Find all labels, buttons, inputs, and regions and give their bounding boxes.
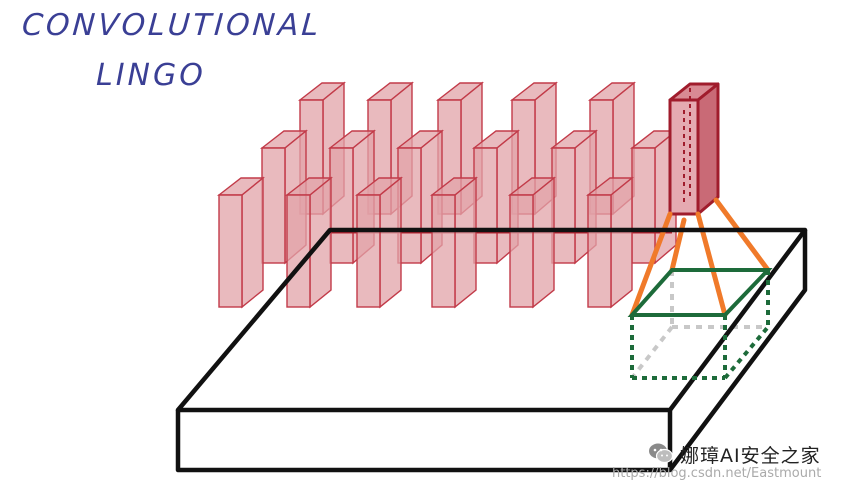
feature-column <box>216 176 265 309</box>
feature-column <box>429 176 478 309</box>
feature-column <box>585 176 634 309</box>
feature-column <box>471 129 520 265</box>
diagram-title-line2: LINGO <box>96 58 206 93</box>
receptive-field-patch <box>627 268 773 380</box>
watermark-url: https://blog.csdn.net/Eastmount <box>612 466 822 481</box>
feature-column <box>507 176 556 309</box>
wechat-icon <box>649 443 674 464</box>
column-layer-front <box>216 176 634 309</box>
watermark-brand: 娜璋AI安全之家 <box>680 445 821 467</box>
patch-hidden-edges <box>630 270 768 380</box>
feature-column <box>284 176 333 309</box>
input-slab <box>175 227 808 473</box>
feature-column <box>354 176 403 309</box>
highlighted-output-column <box>668 82 720 216</box>
